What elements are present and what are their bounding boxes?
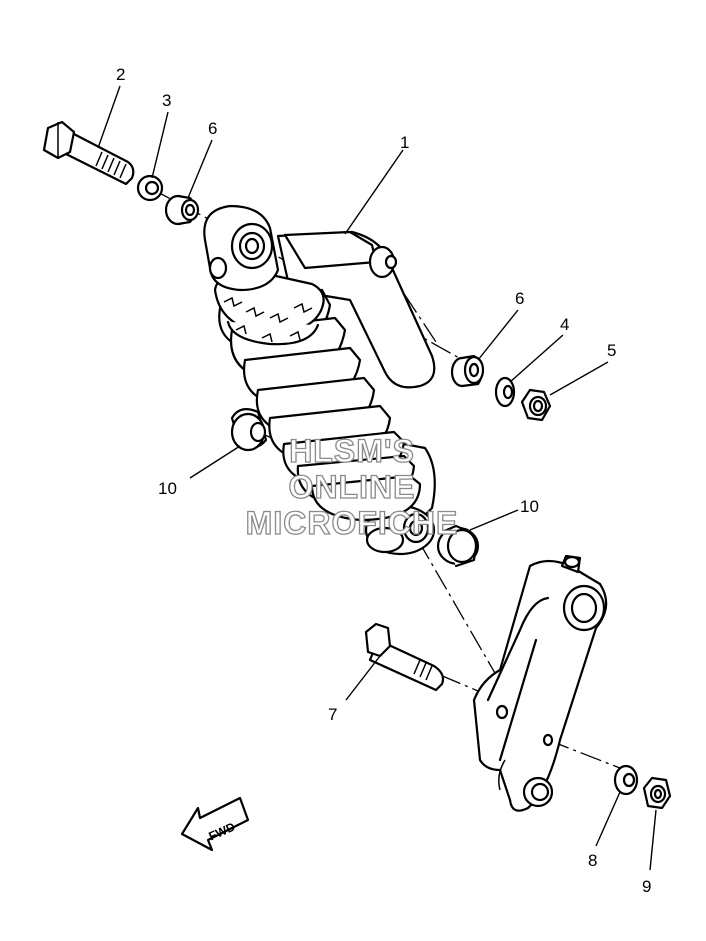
callout-7: 7 <box>328 705 337 724</box>
callout-10b: 10 <box>520 497 539 516</box>
callout-numbers: 1 2 3 6 6 4 5 10 10 7 8 9 <box>116 65 651 896</box>
callout-9: 9 <box>642 877 651 896</box>
callout-3: 3 <box>162 91 171 110</box>
watermark-line-1: HLSM'S <box>289 433 415 469</box>
callout-2: 2 <box>116 65 125 84</box>
watermark-line-2: ONLINE <box>289 469 416 505</box>
mounting-bolt-long <box>42 120 135 186</box>
rear-shock-absorber <box>203 204 436 556</box>
collar-upper-right <box>450 354 485 388</box>
callout-4: 4 <box>560 315 569 334</box>
washer-upper-right <box>494 376 516 408</box>
washer-lower <box>613 764 639 796</box>
mounting-bolt-lower <box>364 622 445 692</box>
callout-10a: 10 <box>158 479 177 498</box>
forward-direction-arrow: FWD <box>180 796 250 852</box>
callout-6b: 6 <box>515 289 524 308</box>
callout-1: 1 <box>400 133 409 152</box>
bushing-left <box>230 407 268 452</box>
leader-lines <box>97 85 657 871</box>
nut-upper-right <box>520 388 552 422</box>
callout-5: 5 <box>607 341 616 360</box>
bushing-right <box>402 512 480 568</box>
watermark: HLSM'S ONLINE MICROFICHE <box>245 432 459 541</box>
relay-arm-link <box>472 554 608 812</box>
nut-lower <box>642 776 672 810</box>
washer-small-upper <box>136 174 164 202</box>
callout-8: 8 <box>588 851 597 870</box>
callout-6a: 6 <box>208 119 217 138</box>
watermark-line-3: MICROFICHE <box>246 505 459 541</box>
collar-upper-left <box>164 194 200 226</box>
